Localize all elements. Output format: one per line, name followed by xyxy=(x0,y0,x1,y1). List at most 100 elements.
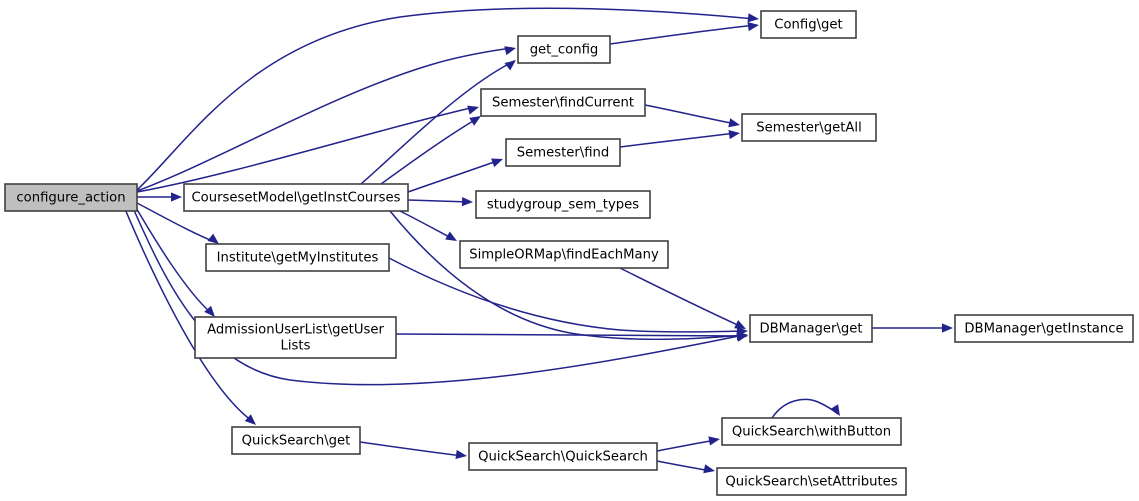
node-getMyInstitutes[interactable]: Institute\getMyInstitutes xyxy=(205,243,390,272)
node-box-configure_action[interactable] xyxy=(4,183,138,212)
edge-configure_action-to-getMyInstitutes xyxy=(136,202,216,243)
node-box-config_get[interactable] xyxy=(760,10,857,39)
node-label-get_config: get_config xyxy=(530,43,599,58)
edge-getMyInstitutes-to-dbmanager_get xyxy=(388,257,745,333)
node-label-findCurrent: Semester\findCurrent xyxy=(492,96,634,111)
edge-getInstCourses-to-findEachMany xyxy=(399,210,456,241)
arrowhead-configure_action->quicksearch_get xyxy=(244,414,256,425)
node-box-dbmanager_get[interactable] xyxy=(749,314,873,343)
arrowhead-dbmanager_get->getInstance xyxy=(942,323,953,333)
node-layer: configure_action CoursesetModel\getInstCo… xyxy=(4,10,1134,496)
arrowhead-quicksearch_ctor->withButton xyxy=(708,436,720,446)
arrowhead-getInstCourses->findEachMany xyxy=(445,231,457,241)
node-label-dbmanager_get: DBManager\get xyxy=(759,322,862,337)
node-label-setAttributes: QuickSearch\setAttributes xyxy=(725,475,897,490)
arrowhead-getUserLists->dbmanager_get xyxy=(737,331,748,341)
edge-withButton-to-withButton xyxy=(771,398,839,419)
node-getAll[interactable]: Semester\getAll xyxy=(741,113,877,142)
arrowhead-get_config->config_get xyxy=(747,21,759,32)
edge-configure_action-to-dbmanager_get xyxy=(132,207,745,386)
node-box-quicksearch_ctor[interactable] xyxy=(468,442,658,471)
edge-findCurrent-to-getAll xyxy=(644,104,737,125)
arrowhead-layer xyxy=(171,13,953,474)
edge-configure_action-to-quicksearch_get xyxy=(124,208,253,422)
node-box-getMyInstitutes[interactable] xyxy=(205,243,390,272)
arrowhead-withButton->withButton xyxy=(830,404,840,416)
node-label-config_get: Config\get xyxy=(774,18,842,33)
edge-configure_action-to-findCurrent xyxy=(136,106,476,193)
node-box-studygroup[interactable] xyxy=(475,190,651,219)
edge-quicksearch_get-to-quicksearch_ctor xyxy=(359,441,464,457)
edge-quicksearch_ctor-to-withButton xyxy=(656,439,717,452)
node-label-getUserLists: Lists xyxy=(281,339,311,354)
edge-quicksearch_ctor-to-setAttributes xyxy=(656,460,712,472)
node-label-semester_find: Semester\find xyxy=(517,146,610,161)
arrowhead-getInstCourses->studygroup xyxy=(461,197,473,207)
node-box-quicksearch_get[interactable] xyxy=(231,426,361,455)
node-get_config[interactable]: get_config xyxy=(517,35,611,64)
node-quicksearch_get[interactable]: QuickSearch\get xyxy=(231,426,361,455)
node-label-getAll: Semester\getAll xyxy=(756,121,861,136)
node-dbmanager_get[interactable]: DBManager\get xyxy=(749,314,873,343)
node-semester_find[interactable]: Semester\find xyxy=(505,138,621,167)
edge-configure_action-to-config_get xyxy=(136,7,756,191)
node-label-getInstance: DBManager\getInstance xyxy=(964,322,1123,337)
node-label-getMyInstitutes: Institute\getMyInstitutes xyxy=(217,251,379,266)
edge-getInstCourses-to-dbmanager_get xyxy=(389,210,745,340)
node-box-getAll[interactable] xyxy=(741,113,877,142)
node-box-getInstance[interactable] xyxy=(954,314,1134,343)
node-label-studygroup: studygroup_sem_types xyxy=(487,198,639,213)
node-box-withButton[interactable] xyxy=(721,417,902,446)
node-label-findEachMany: SimpleORMap\findEachMany xyxy=(469,248,659,263)
node-box-getUserLists[interactable] xyxy=(194,316,397,359)
arrowhead-findCurrent->getAll xyxy=(728,118,740,128)
node-label-withButton: QuickSearch\withButton xyxy=(732,425,891,440)
node-findEachMany[interactable]: SimpleORMap\findEachMany xyxy=(459,240,669,269)
node-label-configure_action: configure_action xyxy=(16,191,125,206)
arrowhead-configure_action->getUserLists xyxy=(204,305,215,317)
arrowhead-getInstCourses->semester_find xyxy=(491,158,503,168)
edge-getInstCourses-to-semester_find xyxy=(407,159,501,193)
edge-findEachMany-to-dbmanager_get xyxy=(619,267,743,328)
edge-getInstCourses-to-studygroup xyxy=(407,199,471,203)
node-box-semester_find[interactable] xyxy=(505,138,621,167)
node-label-getUserLists: AdmissionUserList\getUser xyxy=(207,323,384,338)
node-label-getInstCourses: CoursesetModel\getInstCourses xyxy=(191,191,400,206)
arrowhead-getInstCourses->findCurrent xyxy=(469,116,481,126)
node-findCurrent[interactable]: Semester\findCurrent xyxy=(480,88,646,117)
edge-get_config-to-config_get xyxy=(609,24,756,45)
node-label-quicksearch_get: QuickSearch\get xyxy=(242,434,351,449)
arrowhead-quicksearch_get->quicksearch_ctor xyxy=(455,449,467,460)
edge-configure_action-to-get_config xyxy=(136,47,513,192)
arrowhead-configure_action->config_get xyxy=(747,13,759,23)
node-quicksearch_ctor[interactable]: QuickSearch\QuickSearch xyxy=(468,442,658,471)
node-box-getInstCourses[interactable] xyxy=(183,183,409,212)
node-box-findCurrent[interactable] xyxy=(480,88,646,117)
arrowhead-getInstCourses->get_config xyxy=(504,60,516,71)
node-label-quicksearch_ctor: QuickSearch\QuickSearch xyxy=(478,450,648,465)
edge-getInstCourses-to-findCurrent xyxy=(380,117,479,185)
arrowhead-findEachMany->dbmanager_get xyxy=(734,320,746,329)
node-configure_action[interactable]: configure_action xyxy=(4,183,138,212)
node-config_get[interactable]: Config\get xyxy=(760,10,857,39)
node-box-findEachMany[interactable] xyxy=(459,240,669,269)
edge-semester_find-to-getAll xyxy=(619,132,737,148)
edge-layer xyxy=(124,7,949,472)
node-box-setAttributes[interactable] xyxy=(716,467,907,496)
arrowhead-quicksearch_ctor->setAttributes xyxy=(703,464,715,474)
edge-configure_action-to-getUserLists xyxy=(134,205,213,315)
arrowhead-configure_action->getInstCourses xyxy=(171,192,182,202)
node-getInstCourses[interactable]: CoursesetModel\getInstCourses xyxy=(183,183,409,212)
node-setAttributes[interactable]: QuickSearch\setAttributes xyxy=(716,467,907,496)
arrowhead-semester_find->getAll xyxy=(728,129,740,140)
node-studygroup[interactable]: studygroup_sem_types xyxy=(475,190,651,219)
edge-getInstCourses-to-get_config xyxy=(360,60,515,185)
node-box-get_config[interactable] xyxy=(517,35,611,64)
node-withButton[interactable]: QuickSearch\withButton xyxy=(721,417,902,446)
edge-getUserLists-to-dbmanager_get xyxy=(395,333,745,337)
arrowhead-configure_action->getMyInstitutes xyxy=(207,233,219,244)
node-getInstance[interactable]: DBManager\getInstance xyxy=(954,314,1134,343)
